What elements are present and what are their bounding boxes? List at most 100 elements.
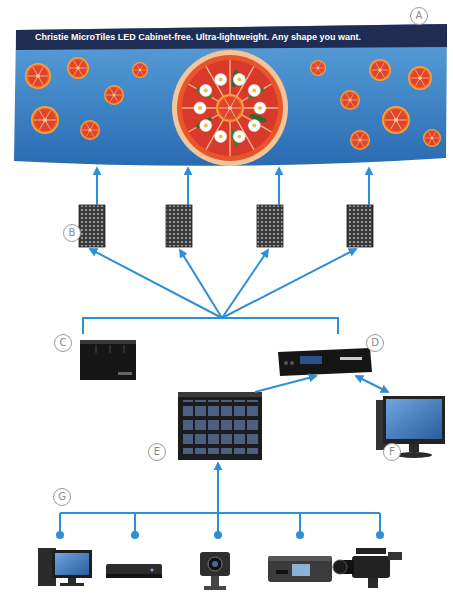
monitor-screen	[386, 399, 442, 439]
blossom-centre	[258, 106, 262, 110]
orange-slice	[80, 120, 100, 140]
blossom-centre	[219, 78, 223, 82]
monitor-frame	[52, 550, 92, 578]
signal-arrow	[222, 249, 356, 334]
monitor-frame	[383, 396, 445, 444]
controller-display	[300, 356, 322, 364]
orange-slice	[310, 60, 326, 76]
signal-arrow	[96, 168, 98, 205]
rack-hub	[80, 340, 136, 380]
blossom-centre	[198, 106, 202, 110]
callout-letter: C	[54, 334, 72, 352]
camcorder-grip	[368, 578, 378, 588]
orange-segments	[182, 60, 278, 156]
orange-slice	[132, 62, 148, 78]
wall-banner-text: Christie MicroTiles LED Cabinet-free. Ul…	[35, 31, 361, 43]
camera-lens	[208, 557, 222, 571]
orange-slice	[382, 106, 410, 134]
orange-slice	[216, 94, 244, 122]
blossom-centres	[198, 78, 262, 139]
callout-letter: F	[383, 443, 401, 461]
callout-letter: B	[63, 224, 81, 242]
blossoms	[194, 74, 266, 143]
controller-badge	[340, 357, 362, 360]
source-group: G	[35, 513, 420, 595]
orange-flesh	[182, 60, 278, 156]
led-module	[347, 205, 373, 247]
set-top-box-light	[151, 569, 154, 572]
callout-letter: G	[53, 488, 71, 506]
blossom	[248, 120, 260, 132]
signal-wire	[180, 250, 222, 318]
switcher-rack	[178, 392, 262, 460]
controller-box	[278, 348, 372, 376]
orange-slice	[31, 106, 59, 134]
camcorder-handle	[356, 548, 386, 554]
blossom	[200, 120, 212, 132]
blossom-centre	[204, 124, 208, 128]
center-orange	[172, 50, 288, 166]
orange-slice	[25, 63, 51, 89]
security-camera	[200, 552, 230, 576]
blossom-centre	[204, 88, 208, 92]
signal-arrow	[368, 168, 370, 205]
blossom-centre	[219, 135, 223, 139]
blossom	[200, 84, 212, 96]
monitor-stand	[68, 578, 76, 583]
led-module	[79, 205, 105, 247]
camera-glass	[212, 561, 218, 567]
orange-slice	[350, 130, 370, 150]
blossom-centre	[252, 124, 256, 128]
signal-wire	[222, 250, 268, 318]
signal-arrow	[83, 249, 222, 334]
signal-arrow	[255, 376, 316, 392]
signal-arrow	[356, 376, 388, 392]
led-module-row: B	[60, 205, 372, 249]
blossom	[248, 84, 260, 96]
switcher-unit: E	[147, 392, 264, 463]
rack-hub-badge	[118, 372, 132, 375]
media-player-top	[268, 556, 332, 561]
blossom-centre	[237, 78, 241, 82]
monitor-stand	[409, 444, 419, 452]
switcher-rack-top	[178, 392, 262, 397]
camcorder	[352, 556, 390, 578]
led-module	[166, 205, 192, 247]
bus-dot	[376, 531, 384, 539]
signal-arrow	[217, 463, 219, 513]
monitor-base	[60, 583, 84, 586]
blossom	[215, 74, 227, 86]
hub-unit: C	[52, 334, 137, 382]
orange-slice	[104, 85, 124, 105]
controller-unit: D	[272, 334, 384, 376]
blossom-centre	[237, 135, 241, 139]
orange-slice	[423, 129, 441, 147]
set-top-box	[106, 564, 162, 578]
orange-slice	[340, 90, 360, 110]
switcher-slots	[183, 400, 259, 454]
orange-peel	[172, 50, 288, 166]
blossom-centre	[252, 88, 256, 92]
orange-slice	[408, 66, 432, 90]
camcorder-viewfinder	[388, 552, 402, 560]
bus-dot	[56, 531, 64, 539]
set-top-box-front	[106, 574, 162, 578]
signal-arrow	[278, 168, 280, 205]
blossom	[215, 131, 227, 143]
camera-mount	[211, 576, 219, 586]
bus-dot	[296, 531, 304, 539]
callout-letter: E	[148, 443, 166, 461]
callout-letter: A	[410, 7, 428, 25]
monitor-screen	[55, 553, 89, 575]
camera-base	[204, 586, 226, 590]
orange-rind	[177, 55, 283, 161]
bus-dot	[131, 531, 139, 539]
orange-slice	[67, 57, 89, 79]
media-player	[268, 556, 332, 582]
camcorder-lens-front	[333, 560, 347, 574]
callout-letter: D	[366, 334, 384, 352]
media-player-screen	[292, 564, 310, 576]
bus-dot	[214, 531, 222, 539]
